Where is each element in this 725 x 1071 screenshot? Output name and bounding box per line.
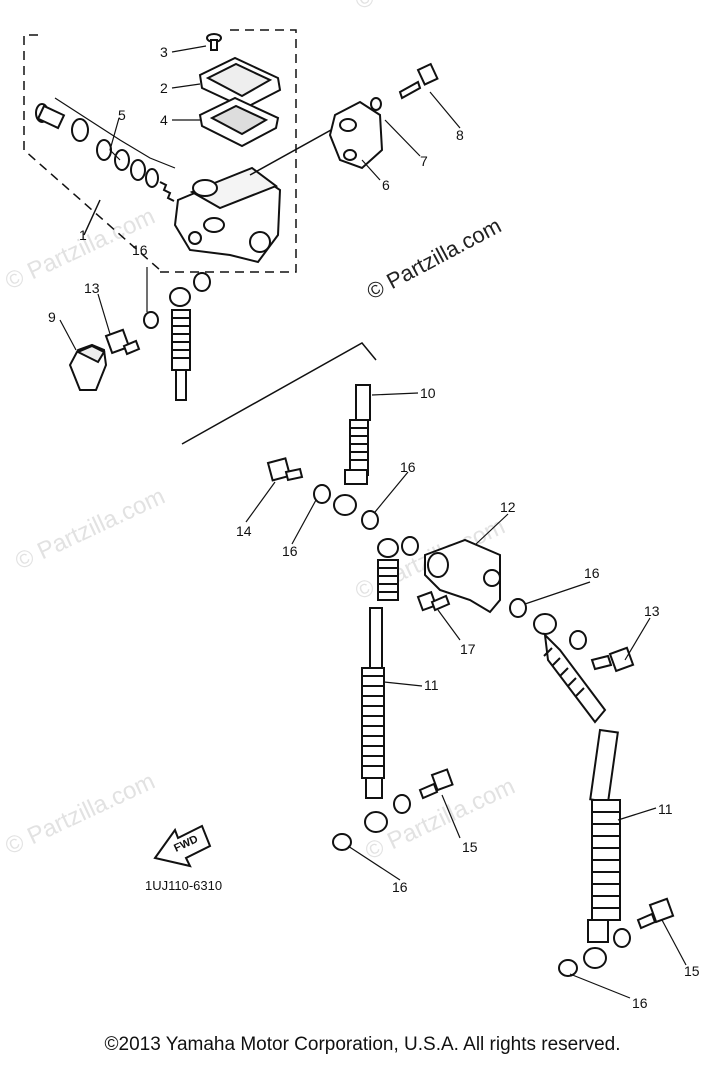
callouts: 3 2 4 5 8 7 6 1 16 13 9 10 16 14 16 12 1…	[48, 44, 700, 1011]
callout-16: 16	[392, 879, 408, 895]
banjo-bolt	[104, 328, 141, 356]
union-bolt	[636, 897, 675, 930]
callout-16: 16	[132, 242, 148, 258]
callout-11: 11	[424, 677, 439, 693]
callout-16: 16	[632, 995, 648, 1011]
copper-washer	[558, 959, 578, 977]
break-line	[181, 342, 377, 445]
callout-17: 17	[460, 641, 476, 657]
callout-5: 5	[118, 107, 126, 123]
callout-13: 13	[84, 280, 100, 296]
brake-hose-11-right	[533, 613, 621, 969]
callout-1: 1	[79, 227, 87, 243]
brake-hose-10	[333, 384, 371, 516]
part-code: 1UJ110-6310	[145, 878, 222, 893]
master-cylinder-body	[173, 124, 341, 264]
reservoir-cap	[198, 56, 282, 110]
callout-11: 11	[658, 801, 673, 817]
callout-15: 15	[462, 839, 478, 855]
copper-washer	[569, 630, 587, 650]
copper-washer	[332, 833, 352, 851]
callout-3: 3	[160, 44, 168, 60]
callout-16: 16	[400, 459, 416, 475]
banjo-bolt	[590, 646, 635, 673]
copper-washer	[193, 272, 211, 292]
callout-4: 4	[160, 112, 168, 128]
watermark: © Partzilla.com	[1, 768, 159, 861]
copper-washer	[509, 598, 527, 618]
callout-14: 14	[236, 523, 252, 539]
callout-13: 13	[644, 603, 660, 619]
diaphragm	[198, 96, 280, 148]
fwd-arrow: FWD	[153, 824, 212, 868]
callout-15: 15	[684, 963, 700, 979]
piston-kit	[35, 97, 176, 202]
callout-12: 12	[500, 499, 516, 515]
union-bolt	[418, 768, 454, 800]
watermark: © Partzilla.com	[351, 0, 509, 15]
watermark: © Partzilla.com	[11, 483, 169, 576]
banjo-bolt	[266, 457, 304, 482]
holder-bolt	[398, 62, 439, 100]
leader-lines	[59, 45, 687, 999]
copyright-notice: ©2013 Yamaha Motor Corporation, U.S.A. A…	[104, 1034, 621, 1055]
copper-washer	[361, 510, 379, 530]
callout-7: 7	[420, 153, 428, 169]
cap-screw	[206, 33, 222, 51]
brake-hose-11-left	[361, 538, 399, 833]
brake-hose-upper	[169, 287, 191, 401]
cover	[68, 343, 108, 391]
callout-10: 10	[420, 385, 436, 401]
holder	[328, 100, 384, 170]
callout-6: 6	[382, 177, 390, 193]
callout-8: 8	[456, 127, 464, 143]
callout-16: 16	[282, 543, 298, 559]
callout-2: 2	[160, 80, 168, 96]
brake-hose-joint	[424, 538, 501, 614]
copper-washer	[393, 794, 411, 814]
copper-washer	[143, 311, 159, 329]
washer	[370, 97, 382, 111]
copper-washer	[613, 928, 631, 948]
joint-bolt	[416, 590, 451, 612]
copper-washer	[313, 484, 331, 504]
partzilla-label: © Partzilla.com	[363, 213, 506, 305]
master-cylinder-assembly-box	[23, 29, 297, 273]
callout-16: 16	[584, 565, 600, 581]
leader-line	[83, 199, 101, 236]
callout-9: 9	[48, 309, 56, 325]
copper-washer	[401, 536, 419, 556]
